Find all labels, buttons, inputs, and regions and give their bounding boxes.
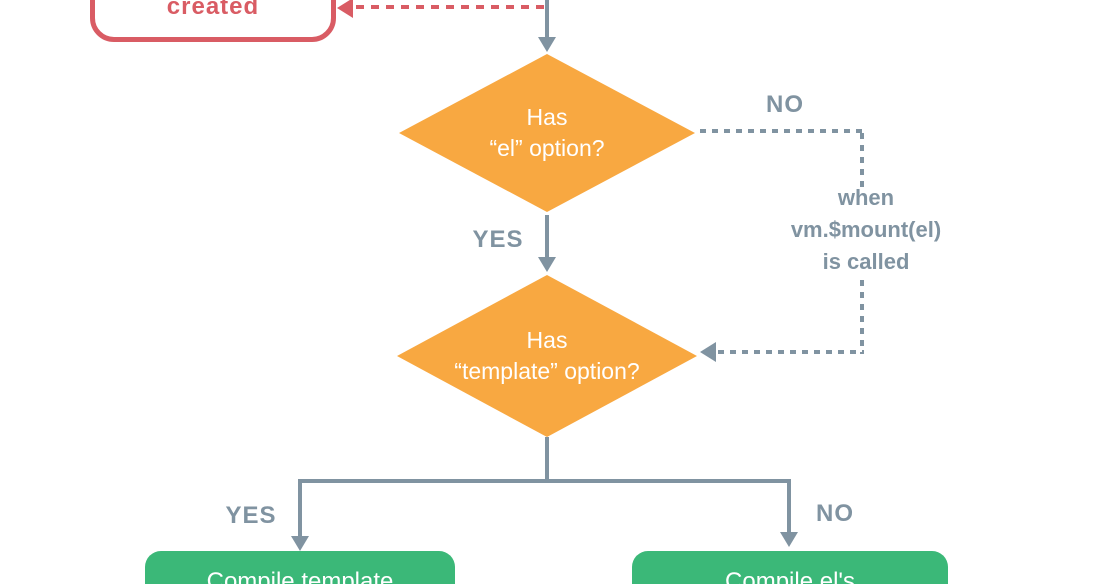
result-compile-template: Compile template [145,551,455,584]
arrowhead-down-icon [538,257,556,272]
arrowhead-down-icon [538,37,556,52]
decision-has-template-line1: Has [526,327,568,353]
dashed-no-path-vertical-upper [860,133,864,189]
decision-has-el: Has “el” option? [399,54,695,212]
arrowhead-down-icon [291,536,309,551]
connector-el-to-template [545,215,549,259]
label-yes-top: YES [472,226,524,253]
arrowhead-down-icon [780,532,798,547]
created-hook-box [90,0,336,42]
label-no-top: NO [766,91,804,118]
created-hook-label: created [166,0,260,20]
label-yes-bottom: YES [225,502,277,529]
mount-note-line2: vm.$mount(el) [790,217,942,242]
label-no-bottom: NO [816,500,854,527]
mount-note: when vm.$mount(el) is called [746,182,986,278]
mount-note-line1: when [837,185,895,210]
connector-branch-left [298,479,302,537]
dashed-no-path-vertical-lower [860,280,864,354]
connector-template-down [545,437,549,481]
arrowhead-left-gray-icon [700,342,716,362]
decision-has-template-line2: “template” option? [454,358,640,384]
dashed-no-path-horizontal-bottom [718,350,864,354]
mount-note-line3: is called [822,249,910,274]
decision-has-el-line1: Has [526,104,568,130]
connector-branch-horizontal [298,479,791,483]
result-compile-template-label: Compile template [206,568,394,584]
result-compile-el: Compile el's [632,551,948,584]
dashed-connector-created [356,5,546,9]
connector-branch-right [787,479,791,533]
result-compile-el-label: Compile el's [725,568,855,584]
decision-has-el-line2: “el” option? [489,135,605,161]
dashed-no-path-horizontal-top [700,129,864,133]
arrowhead-left-red-icon [337,0,353,18]
connector-top-incoming [545,0,549,38]
decision-has-template: Has “template” option? [397,275,697,437]
